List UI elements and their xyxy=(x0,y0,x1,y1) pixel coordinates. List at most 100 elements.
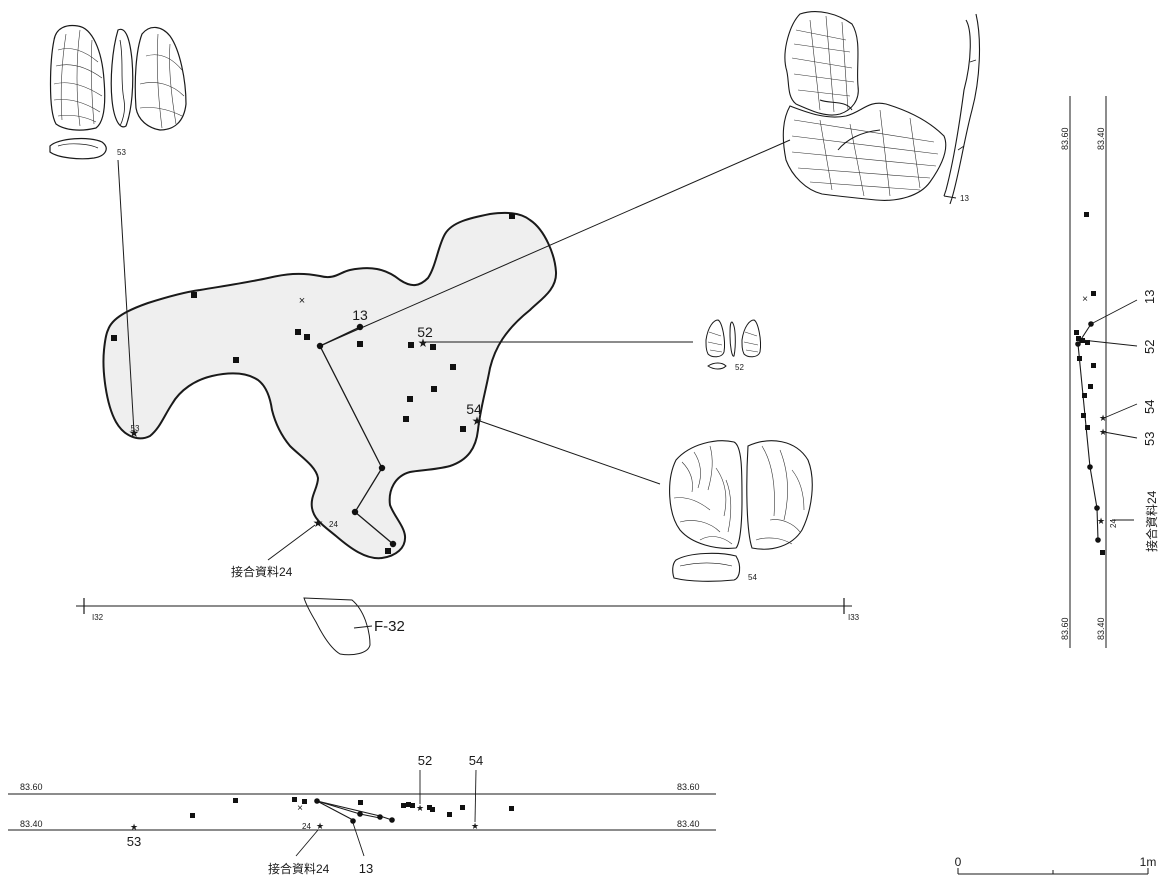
refit-circle xyxy=(356,323,364,331)
square-point xyxy=(509,213,515,219)
x-mark: × xyxy=(1082,294,1088,305)
grid-label-I32: I32 xyxy=(92,613,104,622)
profile-label-53: 53 xyxy=(1142,432,1157,446)
profile-label-conjoin-24: 接合資料24 xyxy=(1144,490,1159,552)
bottom-label-conjoin-24: 接合資料24 xyxy=(268,861,330,876)
illustration-label-53: 53 xyxy=(117,148,126,157)
star-point: ★ xyxy=(1099,427,1107,437)
refit-circle xyxy=(316,342,324,350)
label-52: 52 xyxy=(417,324,433,340)
grid-label-I33: I33 xyxy=(848,613,860,622)
x-mark: × xyxy=(297,803,303,814)
square-point xyxy=(233,798,238,803)
elev-83.40-bottom: 83.40 xyxy=(1096,617,1106,640)
scale-bar: 0 1m xyxy=(955,855,1156,875)
bottom-label-53: 53 xyxy=(127,834,141,849)
square-point xyxy=(1077,356,1082,361)
square-point xyxy=(385,548,391,554)
square-point xyxy=(450,364,456,370)
square-point xyxy=(408,342,414,348)
star-point-53: ★ xyxy=(130,822,138,832)
profile-label-13: 13 xyxy=(1142,290,1157,304)
bottom-label-24-small: 24 xyxy=(302,822,311,831)
plan-view: ★ ★ ★ ★ × 53 13 52 54 24 接合資料24 xyxy=(102,139,791,579)
feature-F-32 xyxy=(303,597,371,656)
feature-label: F-32 xyxy=(374,618,405,635)
profile-bottom-refit-b xyxy=(316,800,381,819)
square-point xyxy=(460,805,465,810)
elev-upper-left: 83.60 xyxy=(20,782,43,792)
square-point xyxy=(358,800,363,805)
square-point xyxy=(1074,330,1079,335)
refit-circle xyxy=(1075,341,1081,347)
bottom-label-13: 13 xyxy=(359,861,373,876)
refit-circle xyxy=(389,540,397,548)
circle-points xyxy=(316,323,397,548)
grid-line: I32 I33 F-32 xyxy=(76,597,860,656)
elev-lower-left: 83.40 xyxy=(20,819,43,829)
square-point xyxy=(1091,291,1096,296)
star-point-52: ★ xyxy=(418,336,429,350)
profile-label-24-small: 24 xyxy=(1109,519,1118,528)
refit-circle xyxy=(1095,537,1101,543)
leader-54 xyxy=(476,419,661,485)
square-point xyxy=(1100,550,1105,555)
square-point xyxy=(1084,212,1089,217)
square-point xyxy=(1091,363,1096,368)
star-point: ★ xyxy=(1099,413,1107,423)
artifact-54-illustration: 54 xyxy=(669,440,813,582)
elev-83.40-top: 83.40 xyxy=(1096,127,1106,150)
artifact-52-illustration: 52 xyxy=(705,319,761,372)
square-point xyxy=(430,344,436,350)
label-54: 54 xyxy=(466,401,482,417)
square-point xyxy=(233,357,239,363)
profile-label-52: 52 xyxy=(1142,340,1157,354)
square-point xyxy=(407,396,413,402)
illustration-label-52: 52 xyxy=(735,363,744,372)
square-point xyxy=(190,813,195,818)
square-point xyxy=(460,426,466,432)
leader-53 xyxy=(117,159,135,433)
refit-circle xyxy=(1087,464,1093,470)
square-point xyxy=(304,334,310,340)
profile-right: 83.60 83.40 83.60 83.40 × ★ xyxy=(1060,96,1159,648)
square-points xyxy=(111,213,515,554)
refit-circle xyxy=(1094,505,1100,511)
refit-circle xyxy=(314,798,320,804)
square-point xyxy=(447,812,452,817)
scale-start: 0 xyxy=(955,855,962,869)
square-point xyxy=(427,805,432,810)
star-point-53: ★ xyxy=(129,426,140,440)
refit-circle xyxy=(350,818,356,824)
square-point xyxy=(1081,413,1086,418)
square-point xyxy=(295,329,301,335)
elev-83.60-bottom: 83.60 xyxy=(1060,617,1070,640)
square-point xyxy=(406,802,411,807)
star-points: ★ ★ ★ ★ xyxy=(129,336,483,530)
bottom-label-52: 52 xyxy=(418,753,432,768)
leader-13 xyxy=(319,139,791,347)
square-point xyxy=(302,799,307,804)
leader-lines xyxy=(117,139,791,561)
refit-circle xyxy=(389,817,395,823)
square-point xyxy=(430,807,435,812)
elev-lower-right: 83.40 xyxy=(677,819,700,829)
square-point xyxy=(191,292,197,298)
refit-circle xyxy=(378,464,386,472)
square-point xyxy=(401,803,406,808)
star-point: ★ xyxy=(1097,516,1105,526)
square-point xyxy=(111,335,117,341)
leader-24 xyxy=(267,524,316,561)
x-mark: × xyxy=(299,295,305,307)
square-point xyxy=(410,803,415,808)
profile-label-54: 54 xyxy=(1142,400,1157,414)
square-point xyxy=(1088,384,1093,389)
star-point-54: ★ xyxy=(472,414,483,428)
star-point-24: ★ xyxy=(313,516,324,530)
square-point xyxy=(431,386,437,392)
square-point xyxy=(509,806,514,811)
illustration-label-13: 13 xyxy=(960,194,969,203)
square-point xyxy=(357,341,363,347)
star-point-24: ★ xyxy=(316,821,324,831)
